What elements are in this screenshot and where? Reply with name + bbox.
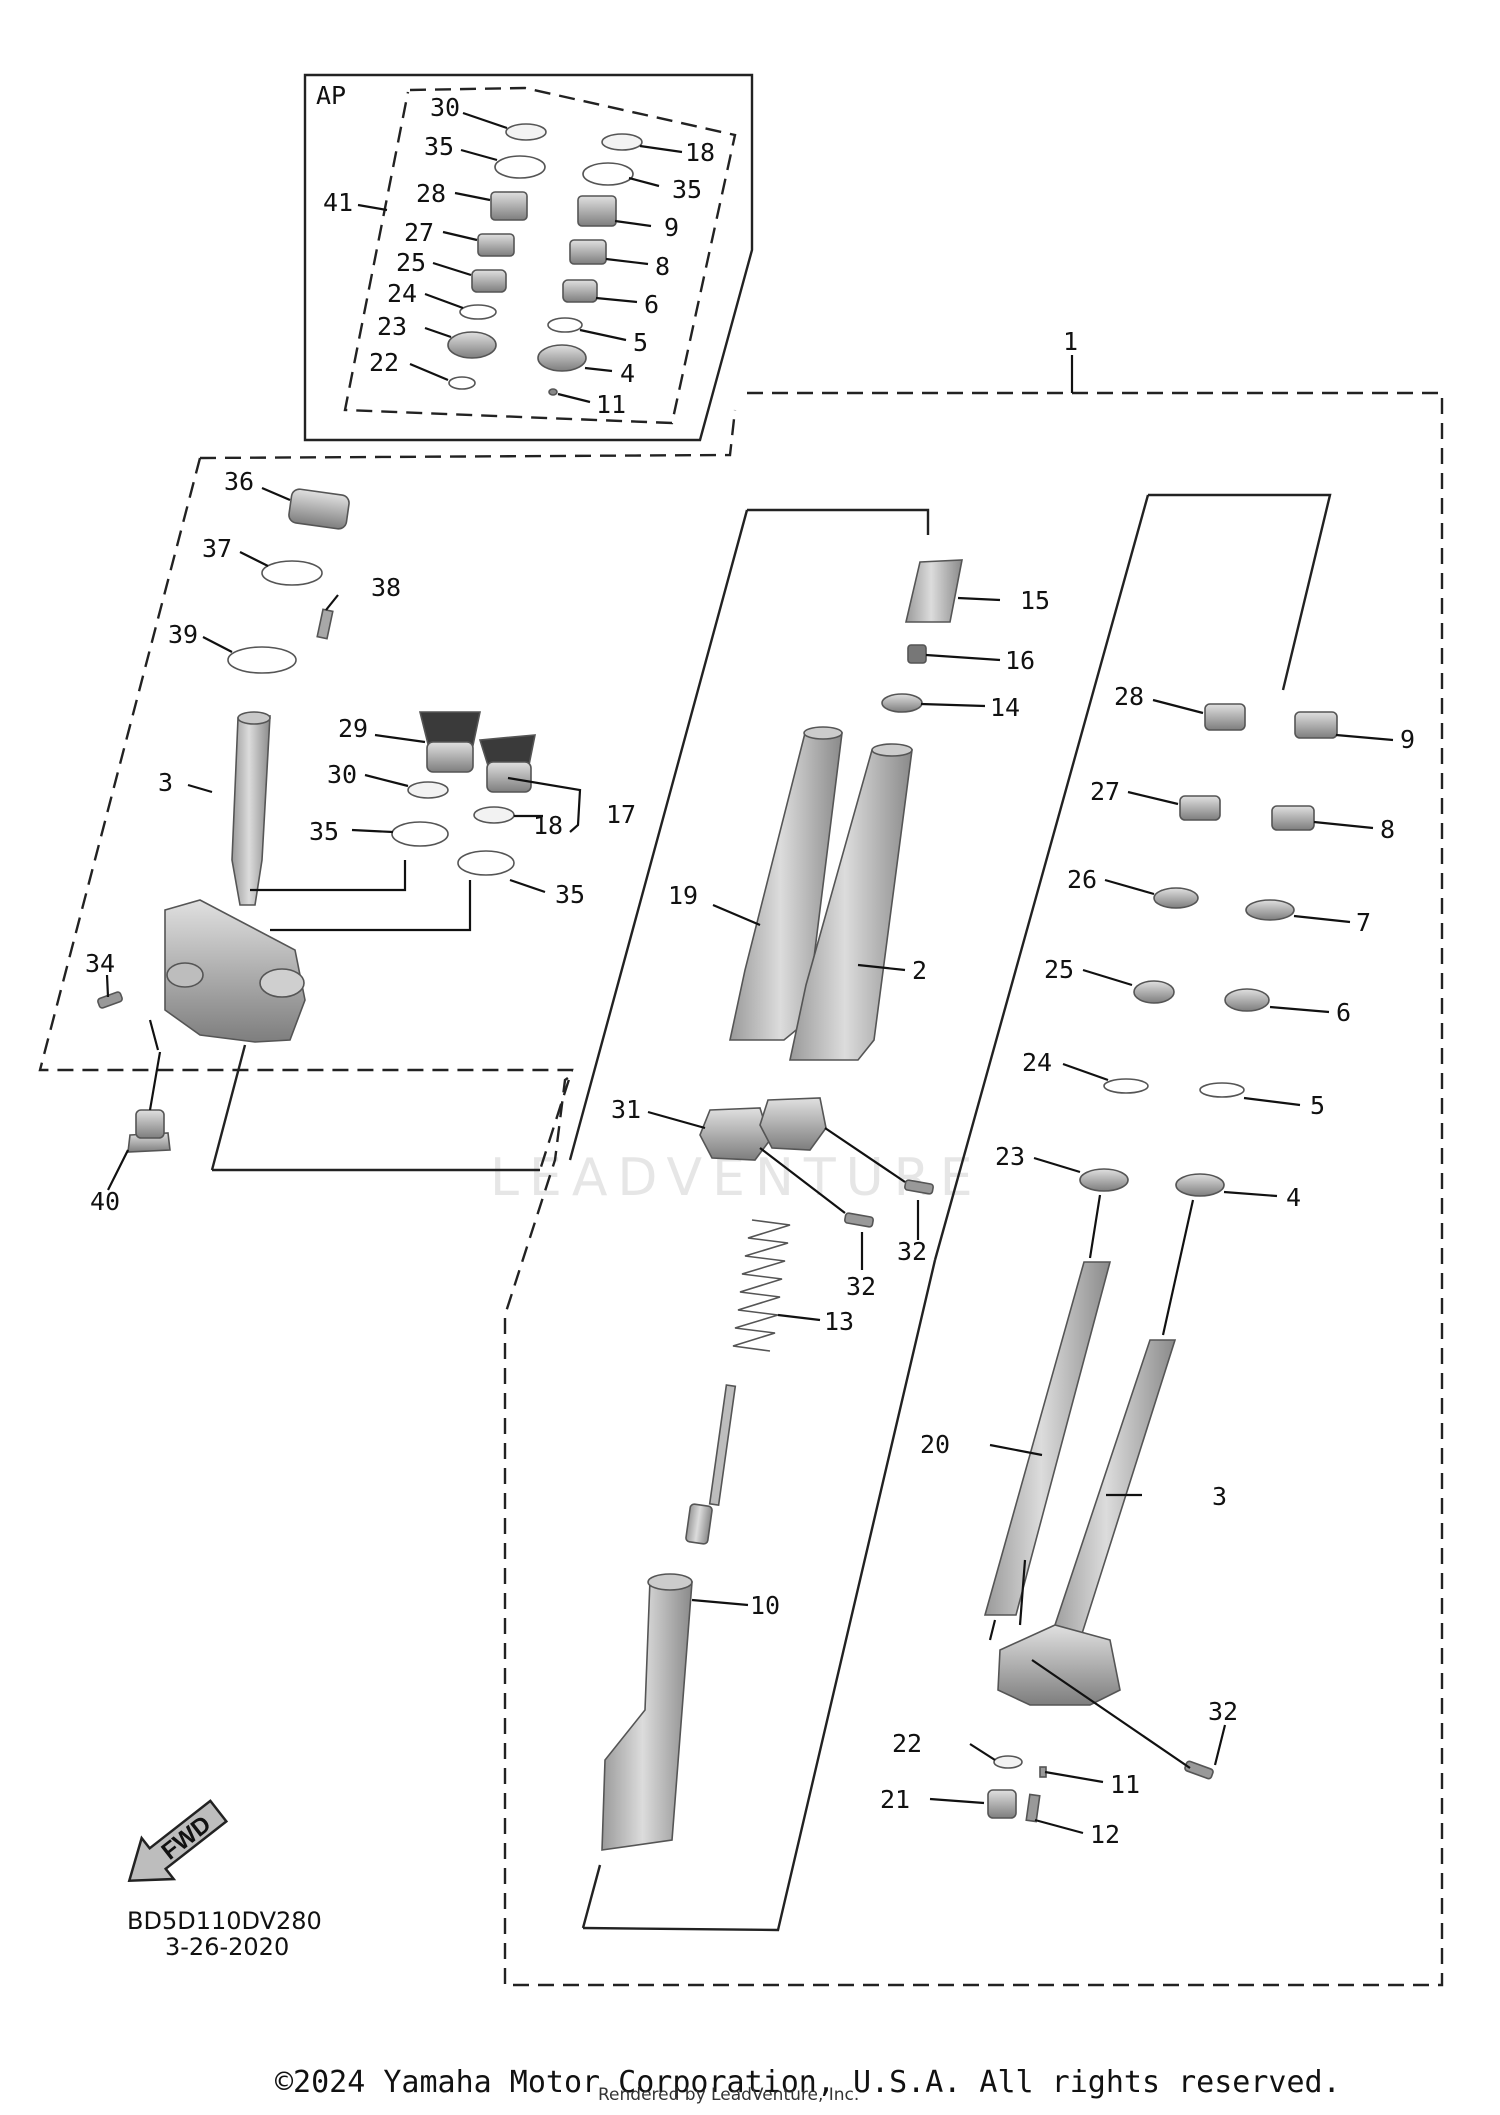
callout-35: 35 xyxy=(672,175,702,204)
callout-11: 11 xyxy=(1110,1770,1140,1799)
callout-24: 24 xyxy=(387,279,417,308)
callout-30: 30 xyxy=(430,93,460,122)
callout-28: 28 xyxy=(1114,682,1144,711)
callout-3: 3 xyxy=(158,768,173,797)
diagram-date: 3-26-2020 xyxy=(165,1933,289,1961)
callout-3: 3 xyxy=(1212,1482,1227,1511)
callout-5: 5 xyxy=(633,328,648,357)
callout-18: 18 xyxy=(533,811,563,840)
callout-23: 23 xyxy=(995,1142,1025,1171)
rendered-by: Rendered by LeadVenture, Inc. xyxy=(598,2085,859,2105)
callout-5: 5 xyxy=(1310,1091,1325,1120)
callout-9: 9 xyxy=(664,213,679,242)
callout-39: 39 xyxy=(168,620,198,649)
callout-35: 35 xyxy=(309,817,339,846)
callout-4: 4 xyxy=(620,359,635,388)
spring xyxy=(732,1219,791,1352)
callout-9: 9 xyxy=(1400,725,1415,754)
callout-27: 27 xyxy=(1090,777,1120,806)
callout-36: 36 xyxy=(224,467,254,496)
callout-34: 34 xyxy=(85,949,115,978)
inner-callouts: 15 16 14 19 2 31 32 32 13 10 xyxy=(611,586,1050,1620)
callout-41: 41 xyxy=(323,188,353,217)
callout-6: 6 xyxy=(644,290,659,319)
upper-left-region xyxy=(38,409,737,1191)
fwd-arrow-icon: FWD xyxy=(127,1799,229,1883)
copyright-notice: ©2024 Yamaha Motor Corporation, U.S.A. A… xyxy=(275,2065,1341,2100)
callout-1: 1 xyxy=(1063,327,1078,356)
callout-4: 4 xyxy=(1286,1183,1301,1212)
ap-label: AP xyxy=(316,81,346,110)
callout-32: 32 xyxy=(897,1237,927,1266)
callout-21: 21 xyxy=(880,1785,910,1814)
callout-12: 12 xyxy=(1090,1820,1120,1849)
callout-32: 32 xyxy=(1208,1697,1238,1726)
callout-22: 22 xyxy=(369,348,399,377)
callout-18: 18 xyxy=(685,138,715,167)
callout-25: 25 xyxy=(1044,955,1074,984)
callout-17: 17 xyxy=(606,800,636,829)
callout-15: 15 xyxy=(1020,586,1050,615)
callout-7: 7 xyxy=(1356,908,1371,937)
callout-24: 24 xyxy=(1022,1048,1052,1077)
ap-kit-box: AP xyxy=(303,73,754,442)
callout-11: 11 xyxy=(596,390,626,419)
callout-40: 40 xyxy=(90,1187,120,1216)
upper-left-callouts: 36 37 38 39 3 29 30 35 34 40 17 18 35 xyxy=(85,467,636,1216)
callout-28: 28 xyxy=(416,179,446,208)
callout-6: 6 xyxy=(1336,998,1351,1027)
callout-38: 38 xyxy=(371,573,401,602)
callout-23: 23 xyxy=(377,312,407,341)
callout-2: 2 xyxy=(912,956,927,985)
callout-37: 37 xyxy=(202,534,232,563)
callout-27: 27 xyxy=(404,218,434,247)
assembly-1-boundary: 1 xyxy=(503,327,1444,1987)
callout-14: 14 xyxy=(990,693,1020,722)
inner-middle-region xyxy=(568,508,1001,1932)
callout-19: 19 xyxy=(668,881,698,910)
callout-30: 30 xyxy=(327,760,357,789)
callout-13: 13 xyxy=(824,1307,854,1336)
callout-32: 32 xyxy=(846,1272,876,1301)
callout-8: 8 xyxy=(655,252,670,281)
callout-26: 26 xyxy=(1067,865,1097,894)
callout-29: 29 xyxy=(338,714,368,743)
callout-20: 20 xyxy=(920,1430,950,1459)
callout-31: 31 xyxy=(611,1095,641,1124)
callout-35: 35 xyxy=(555,880,585,909)
ap-callouts: 30 35 28 27 25 24 23 22 41 18 35 9 8 6 5… xyxy=(323,93,715,419)
callout-22: 22 xyxy=(892,1729,922,1758)
right-region xyxy=(929,493,1394,1835)
callout-16: 16 xyxy=(1005,646,1035,675)
callout-25: 25 xyxy=(396,248,426,277)
callout-35: 35 xyxy=(424,132,454,161)
right-callouts: 28 9 27 8 26 7 25 6 24 5 23 4 20 3 22 32… xyxy=(880,682,1415,1849)
callout-8: 8 xyxy=(1380,815,1395,844)
callout-10: 10 xyxy=(750,1591,780,1620)
diagram-code: BD5D110DV280 xyxy=(127,1907,322,1935)
